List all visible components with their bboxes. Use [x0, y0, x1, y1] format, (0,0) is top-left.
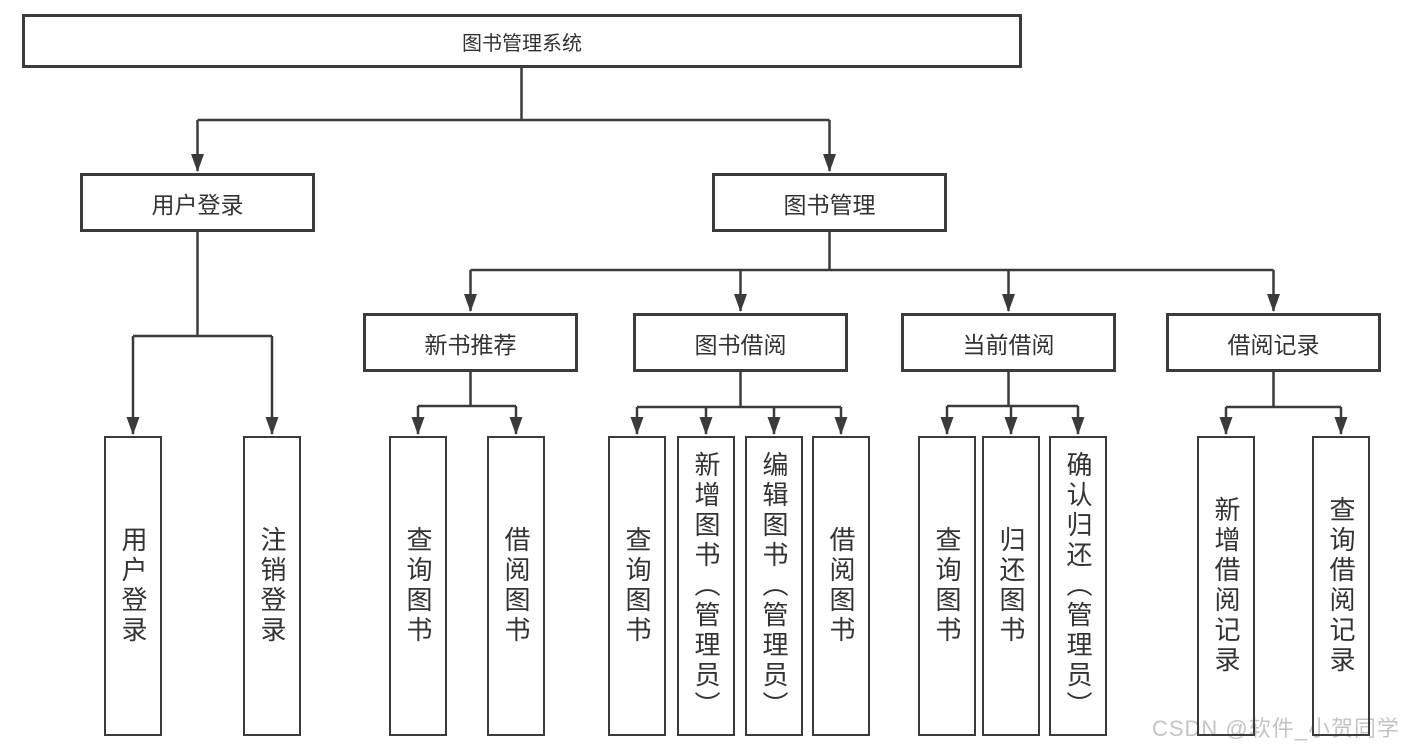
connector-root-to-level1: [191, 68, 836, 172]
node-leaf-query-books-current: 查询图书: [918, 436, 976, 736]
node-book-management: 图书管理: [712, 173, 947, 232]
node-leaf-logout: 注销登录: [243, 436, 301, 736]
node-label: 借阅记录: [1227, 331, 1320, 358]
node-label: 编辑图书（管理员）: [759, 451, 789, 721]
node-label: 借阅图书: [501, 526, 531, 646]
node-label: 当前借阅: [962, 331, 1055, 358]
node-current-borrow: 当前借阅: [901, 313, 1116, 372]
node-user-login: 用户登录: [80, 173, 315, 232]
node-leaf-confirm-return-admin: 确认归还（管理员）: [1049, 436, 1107, 736]
node-leaf-return-books: 归还图书: [982, 436, 1040, 736]
node-label: 查询图书: [403, 526, 433, 646]
connector-book-borrow: [630, 372, 848, 435]
node-leaf-add-books-admin: 新增图书（管理员）: [677, 436, 735, 736]
node-label: 用户登录: [118, 526, 148, 646]
node-label: 新增借阅记录: [1211, 496, 1241, 676]
connector-current-borrow: [940, 372, 1085, 435]
node-borrow-records: 借阅记录: [1166, 313, 1381, 372]
node-leaf-borrow-books: 借阅图书: [812, 436, 870, 736]
node-label: 归还图书: [996, 526, 1026, 646]
node-new-book-recommend: 新书推荐: [363, 313, 578, 372]
node-label: 借阅图书: [826, 526, 856, 646]
node-label: 用户登录: [151, 191, 244, 218]
node-leaf-user-login: 用户登录: [104, 436, 162, 736]
node-leaf-query-books-recommend: 查询图书: [389, 436, 447, 736]
node-book-management-system: 图书管理系统: [22, 14, 1022, 68]
node-label: 查询图书: [622, 526, 652, 646]
node-leaf-add-borrow-record: 新增借阅记录: [1197, 436, 1255, 736]
node-label: 新书推荐: [424, 331, 517, 358]
connector-new-book-recommend: [411, 372, 523, 435]
watermark: CSDN @软件_小贺同学: [1151, 716, 1400, 741]
node-leaf-query-books-borrow: 查询图书: [608, 436, 666, 736]
connector-book-management: [464, 232, 1280, 312]
node-label: 查询图书: [932, 526, 962, 646]
connector-borrow-records: [1219, 372, 1348, 435]
node-label: 图书借阅: [694, 331, 787, 358]
node-label: 新增图书（管理员）: [691, 451, 721, 721]
node-leaf-edit-books-admin: 编辑图书（管理员）: [745, 436, 803, 736]
node-leaf-query-borrow-record: 查询借阅记录: [1312, 436, 1370, 736]
node-label: 图书管理: [783, 191, 876, 218]
connector-user-login: [126, 232, 279, 435]
node-label: 确认归还（管理员）: [1063, 451, 1093, 721]
node-label: 查询借阅记录: [1326, 496, 1356, 676]
node-label: 注销登录: [257, 526, 287, 646]
node-label: 图书管理系统: [462, 32, 582, 55]
node-book-borrow: 图书借阅: [633, 313, 848, 372]
node-leaf-borrow-books-recommend: 借阅图书: [487, 436, 545, 736]
